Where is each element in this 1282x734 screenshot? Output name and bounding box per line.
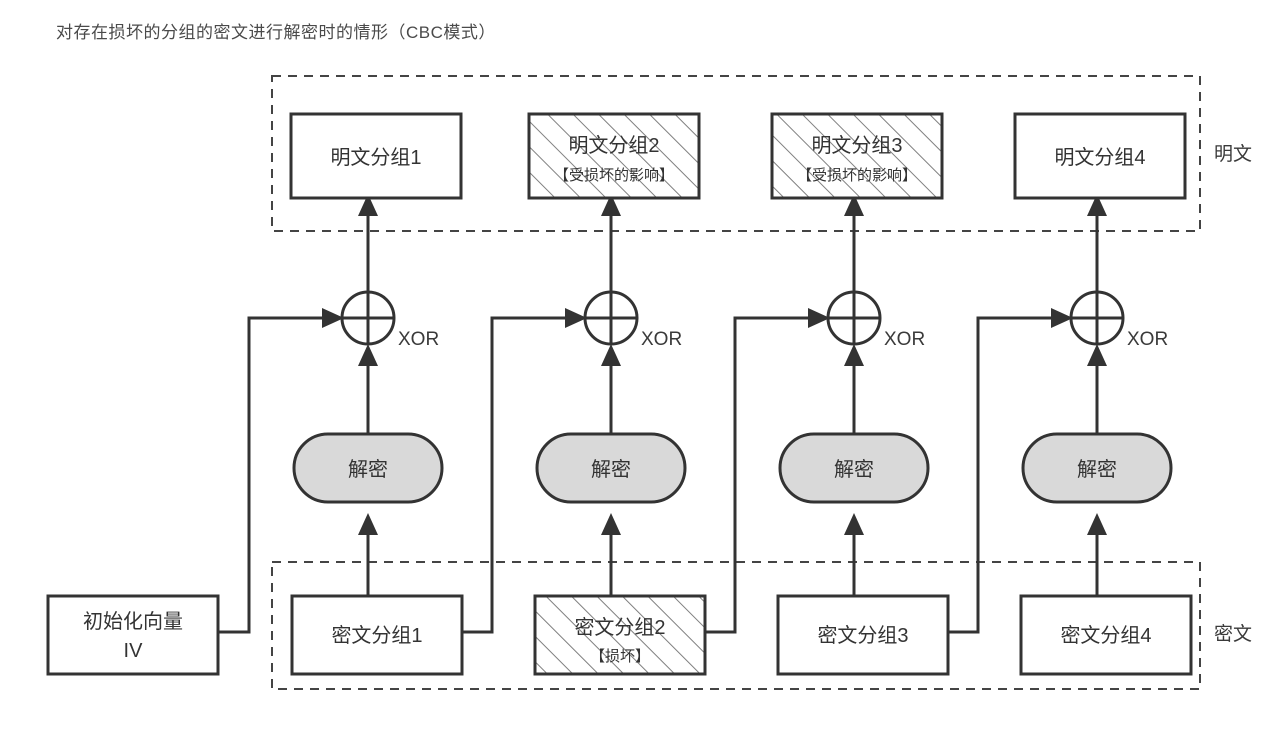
xor-node-4: XOR — [1069, 290, 1168, 350]
xor-node-2: XOR — [583, 290, 682, 350]
ciphertext-block-label: 密文分组1 — [331, 624, 422, 647]
feedback-c1-to-xor2 — [462, 308, 587, 634]
plaintext-block-note: 【受损坏的影响】 — [797, 167, 917, 184]
decrypt-node-2: 解密 — [535, 432, 687, 504]
ciphertext-block-label: 密文分组2 — [574, 616, 665, 639]
plaintext-block-3: 明文分组3 【受损坏的影响】 — [770, 112, 944, 200]
xor-to-plaintext-lines — [358, 194, 1107, 292]
xor-label: XOR — [1127, 329, 1168, 350]
decrypt-node-4: 解密 — [1021, 432, 1173, 504]
ciphertext-block-2: 密文分组2 【损坏】 — [533, 594, 707, 676]
iv-block-label-line2: IV — [124, 640, 144, 662]
ciphertext-region-label: 密文 — [1214, 623, 1252, 645]
decrypt-label: 解密 — [834, 458, 874, 481]
ciphertext-block-3: 密文分组3 — [776, 594, 950, 676]
plaintext-block-4: 明文分组4 — [1013, 112, 1187, 200]
decrypt-node-3: 解密 — [778, 432, 930, 504]
iv-block-label-line1: 初始化向量 — [83, 610, 183, 633]
plaintext-block-label: 明文分组4 — [1054, 146, 1145, 169]
decrypt-label: 解密 — [348, 458, 388, 481]
xor-label: XOR — [884, 329, 925, 350]
feedback-c2-to-xor3 — [705, 308, 830, 634]
feedback-lines — [218, 308, 1073, 634]
decrypt-node-1: 解密 — [292, 432, 444, 504]
decrypt-to-xor-lines — [358, 344, 1107, 434]
feedback-iv-to-xor1 — [218, 308, 344, 634]
ciphertext-block-note: 【损坏】 — [590, 648, 650, 665]
ciphertext-block-1: 密文分组1 — [290, 594, 464, 676]
plaintext-region-label: 明文 — [1214, 143, 1252, 165]
xor-label: XOR — [641, 329, 682, 350]
xor-node-3: XOR — [826, 290, 925, 350]
decrypt-label: 解密 — [1077, 458, 1117, 481]
plaintext-block-label: 明文分组2 — [568, 134, 659, 157]
iv-block: 初始化向量 IV — [46, 594, 220, 676]
cipher-to-decrypt-lines — [358, 513, 1107, 596]
plaintext-block-2: 明文分组2 【受损坏的影响】 — [527, 112, 701, 200]
ciphertext-block-label: 密文分组3 — [817, 624, 908, 647]
diagram-caption: 对存在损坏的分组的密文进行解密时的情形（CBC模式） — [56, 23, 496, 42]
feedback-c3-to-xor4 — [948, 308, 1073, 634]
ciphertext-block-4: 密文分组4 — [1019, 594, 1193, 676]
ciphertext-block-label: 密文分组4 — [1060, 624, 1151, 647]
plaintext-block-label: 明文分组1 — [330, 146, 421, 169]
decrypt-label: 解密 — [591, 458, 631, 481]
plaintext-block-note: 【受损坏的影响】 — [554, 167, 674, 184]
xor-node-1: XOR — [340, 290, 439, 350]
xor-label: XOR — [398, 329, 439, 350]
plaintext-region-border — [271, 75, 1201, 232]
plaintext-block-1: 明文分组1 — [289, 112, 463, 200]
plaintext-block-label: 明文分组3 — [811, 134, 902, 157]
